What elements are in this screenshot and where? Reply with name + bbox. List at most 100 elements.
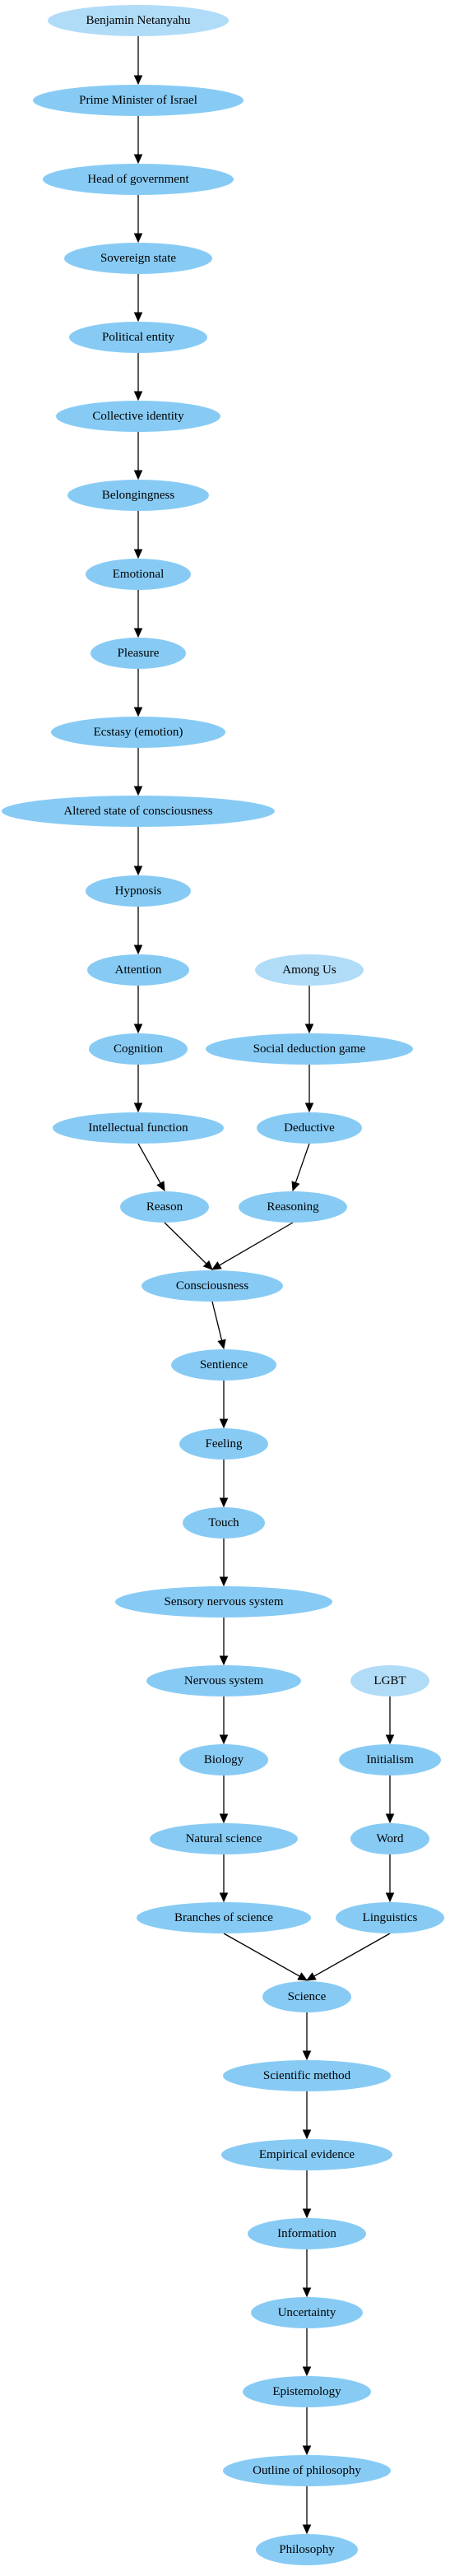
arrowhead-icon [133,866,143,876]
node-label: Initialism [366,1753,414,1766]
node-among-us: Among Us [255,954,364,986]
node-science: Science [262,1981,351,2012]
node-deductive: Deductive [257,1112,362,1144]
node-label: Prime Minister of Israel [79,94,197,107]
edge-consciousness-to-sentience [211,1301,223,1341]
node-label: Among Us [282,963,336,977]
node-intellectual-function: Intellectual function [53,1112,224,1144]
arrowhead-icon [133,75,143,86]
arrowhead-icon [385,1813,395,1824]
arrowhead-icon [304,1102,314,1113]
arrowhead-icon [133,945,143,955]
node-label: Scientific method [263,2069,351,2082]
node-empirical-evidence: Empirical evidence [221,2139,392,2170]
node-emotional: Emotional [86,559,191,590]
node-social-deduction-game: Social deduction game [206,1033,413,1065]
node-nervous-system: Nervous system [146,1665,301,1696]
node-ellipse [64,243,212,274]
node-scientific-method: Scientific method [223,2060,391,2091]
node-lgbt: LGBT [350,1665,429,1696]
node-label: Natural science [186,1832,262,1845]
node-uncertainty: Uncertainty [251,2297,363,2328]
node-label: Attention [115,963,162,977]
node-label: Consciousness [176,1279,249,1293]
node-ellipse [350,1665,429,1696]
node-prime-minister-of-israel: Prime Minister of Israel [33,85,244,116]
arrowhead-icon [219,1734,229,1745]
node-outline-of-philosophy: Outline of philosophy [223,2455,391,2486]
node-ellipse [262,1981,351,2012]
arrowhead-icon [302,2129,312,2140]
node-label: Branches of science [174,1911,273,1924]
node-label: Ecstasy (emotion) [94,726,183,739]
arrowhead-icon [133,1102,143,1113]
node-benjamin-netanyahu: Benjamin Netanyahu [48,5,229,36]
node-label: Cognition [114,1042,164,1056]
node-ellipse [223,2455,391,2486]
node-head-of-government: Head of government [43,164,234,195]
node-ellipse [90,638,186,669]
node-ellipse [89,1033,188,1065]
node-label: Feeling [206,1437,243,1450]
node-ellipse [51,717,225,748]
edge-deductive-to-reasoning [295,1143,310,1183]
node-altered-state-of-consciousness: Altered state of consciousness [2,796,275,827]
node-ellipse [257,1112,362,1144]
node-ellipse [56,401,220,432]
node-label: Social deduction game [253,1042,366,1056]
node-ellipse [48,5,229,36]
node-ellipse [183,1507,265,1539]
node-label: Belongingness [102,489,174,502]
node-label: Word [377,1832,404,1845]
node-label: Head of government [87,173,189,186]
arrowhead-icon [133,233,143,244]
node-ellipse [243,2376,371,2407]
node-ellipse [179,1744,268,1775]
node-information: Information [248,2218,366,2249]
arrowhead-icon [219,1813,229,1824]
node-ellipse [2,796,275,827]
node-label: Philosophy [279,2543,335,2556]
node-ellipse [336,1902,444,1933]
arrowhead-icon [219,1497,229,1508]
node-touch: Touch [183,1507,265,1539]
node-label: Touch [208,1516,239,1529]
arrowhead-icon [302,2366,312,2377]
node-philosophy: Philosophy [256,2534,358,2565]
node-label: Nervous system [184,1674,264,1687]
edge-reasoning-to-consciousness [219,1222,294,1266]
arrowhead-icon [133,312,143,323]
node-label: LGBT [373,1674,406,1687]
node-ellipse [33,85,244,116]
node-label: Intellectual function [88,1121,188,1135]
node-ellipse [146,1665,301,1696]
arrowhead-icon [385,1734,395,1745]
node-ellipse [67,480,209,511]
node-epistemology: Epistemology [243,2376,371,2407]
node-label: Benjamin Netanyahu [86,14,191,27]
arrowhead-icon [302,2208,312,2219]
arrowhead-icon [133,549,143,559]
node-label: Reasoning [267,1200,319,1214]
arrowhead-icon [133,707,143,717]
node-linguistics: Linguistics [336,1902,444,1933]
node-ellipse [115,1586,332,1618]
node-label: Hypnosis [115,884,162,898]
node-ellipse [137,1902,311,1933]
node-ecstasy-emotion: Ecstasy (emotion) [51,717,225,748]
node-ellipse [179,1428,268,1460]
node-attention: Attention [87,954,189,986]
node-natural-science: Natural science [150,1823,298,1854]
node-ellipse [53,1112,224,1144]
node-ellipse [141,1270,283,1302]
arrowhead-icon [219,1892,229,1903]
arrowhead-icon [133,391,143,401]
node-label: Political entity [102,331,174,344]
node-political-entity: Political entity [69,322,207,353]
node-ellipse [239,1191,347,1223]
arrowhead-icon [297,1972,309,1981]
node-ellipse [350,1823,429,1854]
arrowhead-icon [133,154,143,165]
node-label: Sentience [200,1358,248,1372]
